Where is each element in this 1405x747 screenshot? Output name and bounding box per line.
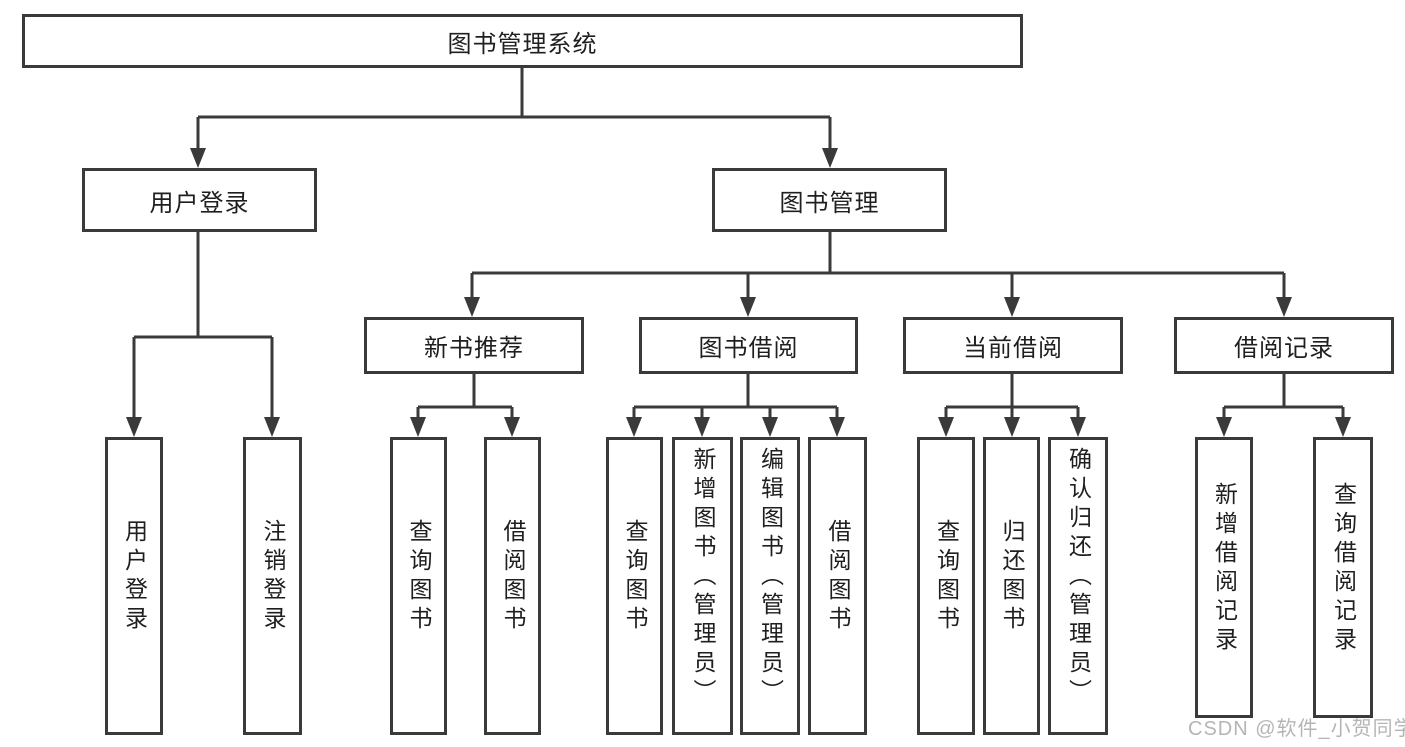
node-borrow-books-recommend: 借阅图书	[484, 437, 541, 735]
node-logout-label: 注销登录	[260, 519, 286, 635]
node-borrow-book-action: 借阅图书	[808, 437, 867, 735]
node-edit-book-admin-label: 编辑图书（管理员）	[757, 446, 784, 708]
node-return-book: 归还图书	[983, 437, 1040, 735]
node-query-borrow-record: 查询借阅记录	[1313, 437, 1373, 718]
node-confirm-return-admin: 确认归还（管理员）	[1048, 437, 1108, 735]
node-return-book-label: 归还图书	[999, 519, 1025, 635]
node-query-books-recommend-label: 查询图书	[406, 519, 432, 635]
node-add-borrow-record-label: 新增借阅记录	[1211, 481, 1238, 656]
node-query-books-borrow-label: 查询图书	[622, 519, 648, 635]
node-add-book-admin: 新增图书（管理员）	[672, 437, 733, 735]
node-login: 用户登录	[105, 437, 163, 735]
node-borrow-records: 借阅记录	[1174, 317, 1394, 374]
node-add-borrow-record: 新增借阅记录	[1195, 437, 1253, 718]
node-query-borrow-record-label: 查询借阅记录	[1330, 481, 1357, 656]
node-book-management: 图书管理	[712, 168, 947, 232]
node-borrow-book-action-label: 借阅图书	[825, 519, 851, 635]
node-library-system: 图书管理系统	[22, 14, 1023, 68]
node-add-book-admin-label: 新增图书（管理员）	[690, 446, 716, 708]
node-query-books-borrow: 查询图书	[606, 437, 663, 735]
node-user-login: 用户登录	[82, 168, 317, 232]
csdn-watermark: CSDN @软件_小贺同学	[1188, 718, 1405, 740]
node-query-books-recommend: 查询图书	[390, 437, 447, 735]
node-query-books-current-label: 查询图书	[933, 519, 960, 635]
node-borrow-books-recommend-label: 借阅图书	[500, 519, 526, 635]
node-confirm-return-admin-label: 确认归还（管理员）	[1065, 446, 1092, 708]
node-current-borrow: 当前借阅	[903, 317, 1123, 374]
node-query-books-current: 查询图书	[917, 437, 975, 735]
node-new-book-recommend: 新书推荐	[364, 317, 584, 374]
node-login-label: 用户登录	[121, 519, 148, 635]
node-edit-book-admin: 编辑图书（管理员）	[740, 437, 800, 735]
node-book-borrow: 图书借阅	[639, 317, 858, 374]
node-logout: 注销登录	[243, 437, 302, 735]
